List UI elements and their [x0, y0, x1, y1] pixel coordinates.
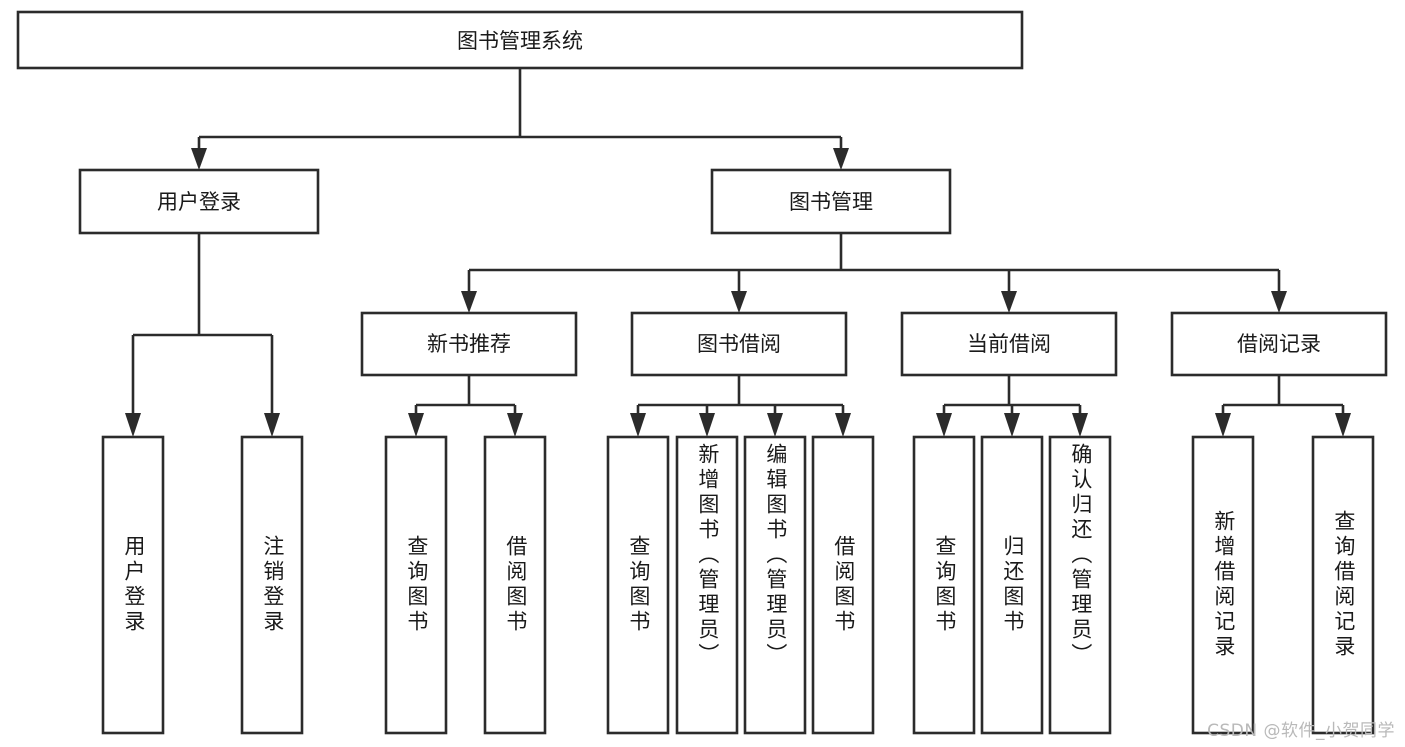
node-root-box[interactable]	[16, 10, 1024, 70]
node-new-book-recommend-box[interactable]	[360, 311, 578, 377]
node-root-label: 图书管理系统	[457, 29, 583, 53]
leaf-boxes	[101, 435, 1375, 735]
arrow-head-leaf-confirm-return-admin	[1072, 413, 1088, 437]
leaf-box-add-book-admin[interactable]	[675, 435, 739, 735]
node-current-borrow-label: 当前借阅	[967, 332, 1051, 356]
arrow-head-leaf-borrow-book	[835, 413, 851, 437]
connector-group-root	[191, 68, 849, 170]
node-borrow-record-box[interactable]	[1170, 311, 1388, 377]
arrow-head-leaf-add-borrow-record	[1215, 413, 1231, 437]
node-book-management-label: 图书管理	[789, 190, 873, 214]
node-borrow-record-label: 借阅记录	[1237, 332, 1321, 356]
leaf-box-logout[interactable]	[240, 435, 304, 735]
arrow-head-leaf-borrow-book-recommend	[507, 413, 523, 437]
leaf-box-query-book-borrow[interactable]	[606, 435, 670, 735]
connector-group-new-book-recommend	[408, 375, 523, 437]
leaf-box-add-borrow-record[interactable]	[1191, 435, 1255, 735]
arrow-head-to-user-login	[191, 148, 207, 170]
node-current-borrow[interactable]: 当前借阅	[900, 311, 1118, 377]
arrow-head-borrow-record	[1271, 291, 1287, 313]
leaf-box-borrow-book[interactable]	[811, 435, 875, 735]
leaf-box-query-book-recommend[interactable]	[384, 435, 448, 735]
node-borrow-record[interactable]: 借阅记录	[1170, 311, 1388, 377]
arrow-head-leaf-query-book-borrow	[630, 413, 646, 437]
arrow-head-leaf-logout	[264, 413, 280, 437]
node-current-borrow-box[interactable]	[900, 311, 1118, 377]
node-book-borrow[interactable]: 图书借阅	[630, 311, 848, 377]
arrow-head-leaf-user-login	[125, 413, 141, 437]
arrow-head-book-borrow	[731, 291, 747, 313]
connector-group-user-login	[125, 233, 280, 437]
leaf-box-edit-book-admin[interactable]	[743, 435, 807, 735]
arrow-head-leaf-query-book-current	[936, 413, 952, 437]
arrow-head-leaf-edit-book-admin	[767, 413, 783, 437]
node-book-borrow-box[interactable]	[630, 311, 848, 377]
connector-group-borrow-record	[1215, 375, 1351, 437]
connector-group-book-borrow	[630, 375, 851, 437]
node-user-login[interactable]: 用户登录	[78, 168, 320, 235]
arrow-head-current-borrow	[1001, 291, 1017, 313]
leaf-box-confirm-return-admin[interactable]	[1048, 435, 1112, 735]
leaf-box-query-book-current[interactable]	[912, 435, 976, 735]
arrow-head-new-book-recommend	[461, 291, 477, 313]
connector-group-current-borrow	[936, 375, 1088, 437]
csdn-watermark: CSDN @软件_小贺同学	[1207, 721, 1395, 741]
connector-group-book-management	[461, 233, 1287, 313]
arrow-head-leaf-query-book-recommend	[408, 413, 424, 437]
node-book-management-box[interactable]	[710, 168, 952, 235]
node-book-borrow-label: 图书借阅	[697, 332, 781, 356]
arrow-head-leaf-return-book	[1004, 413, 1020, 437]
arrow-head-leaf-add-book-admin	[699, 413, 715, 437]
leaf-box-return-book[interactable]	[980, 435, 1044, 735]
node-new-book-recommend-label: 新书推荐	[427, 332, 511, 356]
node-new-book-recommend[interactable]: 新书推荐	[360, 311, 578, 377]
node-root[interactable]: 图书管理系统	[16, 10, 1024, 70]
node-book-management[interactable]: 图书管理	[710, 168, 952, 235]
arrow-head-to-book-management	[833, 148, 849, 170]
node-user-login-label: 用户登录	[157, 190, 241, 214]
leaf-box-query-borrow-record[interactable]	[1311, 435, 1375, 735]
node-user-login-box[interactable]	[78, 168, 320, 235]
arrow-head-leaf-query-borrow-record	[1335, 413, 1351, 437]
leaf-box-user-login[interactable]	[101, 435, 165, 735]
leaf-box-borrow-book-recommend[interactable]	[483, 435, 547, 735]
